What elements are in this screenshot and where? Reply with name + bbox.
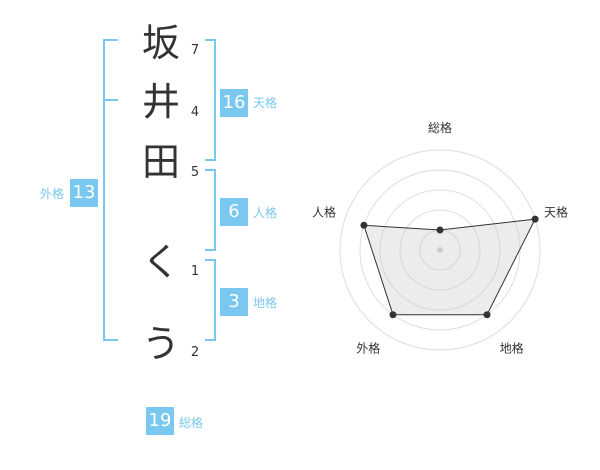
chikaku-value: 3 bbox=[220, 288, 248, 316]
radar-axis-label-2: 天格 bbox=[544, 204, 568, 219]
radar-point-5 bbox=[360, 221, 368, 229]
gaikaku-bracket bbox=[103, 39, 118, 341]
soukaku-label: 総格 bbox=[179, 416, 204, 430]
chikaku-bracket bbox=[205, 259, 216, 341]
radar-point-2 bbox=[531, 215, 539, 223]
jinkaku-bracket bbox=[205, 169, 216, 251]
chikaku-label: 地格 bbox=[253, 296, 278, 310]
stroke-count-5: 2 bbox=[190, 345, 200, 360]
name-char-4: く bbox=[141, 240, 180, 284]
stroke-count-3: 5 bbox=[190, 165, 200, 180]
radar-axis-label-5: 人格 bbox=[312, 204, 336, 219]
name-char-2: 井 bbox=[141, 80, 180, 124]
radar-series-polygon bbox=[363, 218, 536, 316]
stroke-count-4: 1 bbox=[190, 264, 200, 279]
stroke-count-2: 4 bbox=[190, 105, 200, 120]
tenkaku-label: 天格 bbox=[253, 96, 278, 110]
radar-point-3 bbox=[483, 311, 491, 319]
gaikaku-label: 外格 bbox=[40, 187, 65, 201]
radar-ring bbox=[339, 149, 541, 351]
radar-axis-label-3: 地格 bbox=[500, 341, 524, 356]
radar-center bbox=[437, 247, 443, 253]
radar-ring bbox=[399, 209, 481, 291]
radar-ring bbox=[379, 189, 501, 311]
jinkaku-value: 6 bbox=[220, 198, 248, 226]
stroke-count-1: 7 bbox=[190, 43, 200, 58]
radar-point-1 bbox=[436, 226, 444, 234]
jinkaku-label: 人格 bbox=[253, 206, 278, 220]
radar-axis-label-4: 外格 bbox=[356, 341, 380, 356]
radar-point-4 bbox=[389, 311, 397, 319]
name-char-5: う bbox=[141, 322, 180, 366]
gaikaku-value: 13 bbox=[70, 179, 98, 207]
tenkaku-bracket bbox=[205, 39, 216, 161]
name-char-3: 田 bbox=[141, 140, 180, 184]
radar-axis-label-1: 総格 bbox=[428, 120, 452, 135]
name-char-1: 坂 bbox=[141, 21, 180, 65]
soukaku-value: 19 bbox=[146, 407, 174, 435]
tenkaku-value: 16 bbox=[220, 89, 248, 117]
